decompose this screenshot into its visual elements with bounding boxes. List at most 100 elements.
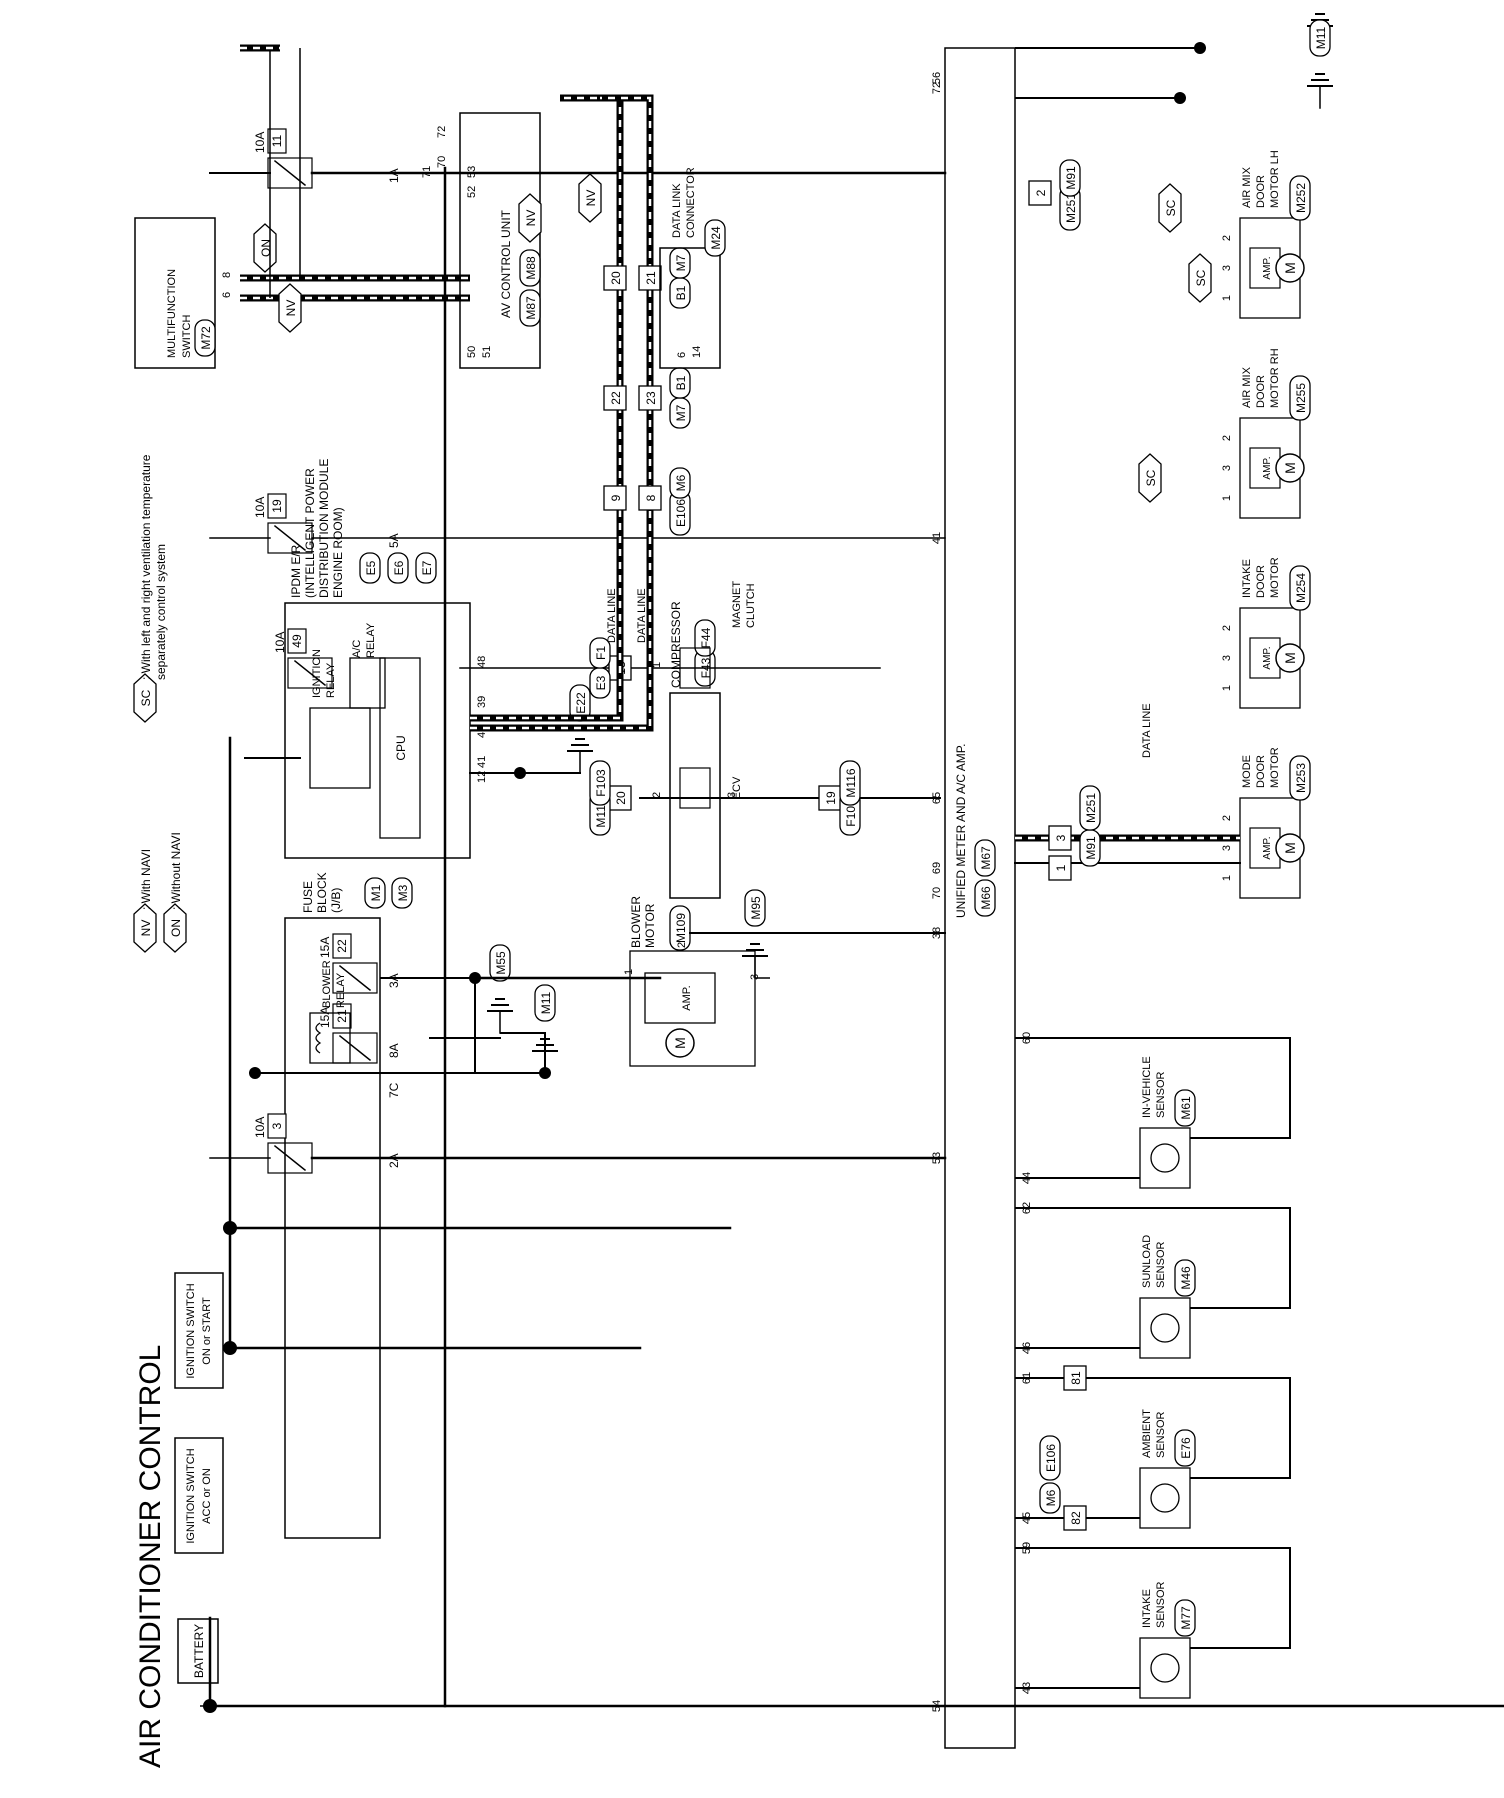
av-pin50: 50 (466, 346, 478, 358)
ac-relay-l1: A/C (351, 640, 363, 658)
ign-on-l2: ON or START (201, 1297, 213, 1365)
mfs-conn: M72 (199, 326, 213, 350)
data-joint-1-c2: B1 (674, 375, 688, 390)
fuse-21-num: 21 (335, 1009, 349, 1023)
lh-joint-c1: M251 (1064, 193, 1078, 223)
fuse-21-num-box (332, 1003, 352, 1029)
motor-3-amp-label: AMP. (1262, 256, 1273, 279)
motor-0-pin-0: 1 (1221, 875, 1233, 881)
fuse-11-num-box (267, 128, 287, 154)
motor-1-name2: DOOR (1255, 565, 1267, 598)
meter-bottom-pin-5: 62 (1021, 1202, 1033, 1214)
sensor-0-conn: M77 (1179, 1606, 1193, 1630)
legend-nv-text: : With NAVI (139, 849, 153, 910)
motor-3-pin-0: 1 (1221, 295, 1233, 301)
motor-1-pin-0: 1 (1221, 685, 1233, 691)
fuse-block-t3: (J/B) (329, 888, 343, 913)
compressor-conn-f44-outline (694, 619, 716, 657)
joint-13-c1: E3 (594, 675, 608, 690)
av-conn-nv-outline (518, 193, 542, 243)
av-conn-m87-outline (519, 289, 541, 327)
sensor-2-name1: SUNLOAD (1141, 1235, 1153, 1288)
sensor-0-box (1139, 1637, 1191, 1699)
fuse-block-conn-m3-outline (391, 877, 413, 909)
fuse-21-amp: 15A (318, 1007, 332, 1028)
pin-5A: 5A (387, 533, 401, 548)
ground-right-M11-badge-outline (1309, 19, 1331, 57)
data-joint-0-b-box (638, 485, 662, 511)
meter-conn-m66-outline (974, 879, 996, 917)
ipdm-conn-e5-outline (359, 552, 381, 584)
ground-M95-badge-outline (744, 889, 766, 927)
motor-1-pin-1: 3 (1221, 655, 1233, 661)
ecv-box (679, 767, 711, 809)
motor-0-conn-outline (1289, 755, 1311, 801)
data-joint-0-b: 8 (644, 494, 658, 501)
meter-conn-m66: M66 (979, 886, 993, 910)
motor-3-pin-2: 2 (1221, 235, 1233, 241)
junction-relay (249, 1067, 261, 1079)
data-joint-2-a-box (603, 265, 627, 291)
av-conn-m88: M88 (524, 256, 538, 280)
fuse-22-element (338, 964, 372, 992)
data-joint-0-a: 9 (609, 494, 623, 501)
sensor-1-wire2 (1015, 1377, 1291, 1479)
battery-label: BATTERY (192, 1624, 206, 1678)
ground-E22-badge: E22 (574, 692, 588, 714)
joint-20: 20 (614, 791, 628, 805)
ambient-joint-82-box (1063, 1505, 1087, 1531)
pin-1A: 1A (387, 168, 401, 183)
data-joint-1-b: 23 (644, 391, 658, 405)
fuse-3-num-box (267, 1113, 287, 1139)
blower-relay-coil (315, 1022, 322, 1054)
joint-19-c2-outline (839, 760, 861, 806)
ambient-joint-c2-outline (1039, 1435, 1061, 1481)
sensor-3-name2: SENSOR (1155, 1071, 1167, 1118)
dlc-conn-outline (704, 219, 726, 257)
data-joint-1-a: 22 (609, 391, 623, 405)
fuse-19-num: 19 (270, 499, 284, 513)
ac-relay-box (349, 657, 386, 709)
ign-acc-box (174, 1437, 224, 1554)
mode-joint-1-box (1048, 855, 1072, 881)
mfs-pin6: 6 (221, 292, 233, 298)
sensor-2-name2: SENSOR (1155, 1241, 1167, 1288)
ipdm-conn-e7-outline (415, 552, 437, 584)
sensor-1-box (1139, 1467, 1191, 1529)
motor-0-name1: MODE (1241, 755, 1253, 788)
legend-on-text: : Without NAVI (169, 832, 183, 910)
mode-joint-3-box (1048, 825, 1072, 851)
data-joint-0-c1: E106 (674, 499, 688, 527)
sensor-2-box (1139, 1297, 1191, 1359)
ign-relay-l2: RELAY (325, 662, 337, 698)
data-line-label-1: DATA LINE (606, 588, 618, 643)
meter-top-pin-0: 54 (931, 1700, 943, 1712)
sc-tag-lh-outline (1188, 253, 1212, 303)
motor-3-conn: M252 (1294, 183, 1308, 213)
blower-motor-circle (665, 1028, 695, 1058)
av-pin72: 72 (436, 126, 448, 138)
fuse-21-outline (332, 1032, 378, 1064)
sensor-1-name2: SENSOR (1155, 1411, 1167, 1458)
blower-conn: M109 (674, 913, 688, 943)
ipdm-t1: IPDM E/R (289, 544, 303, 598)
sensor-2-wire2 (1015, 1207, 1291, 1309)
blower-amp-box (644, 972, 716, 1024)
ambient-joint-81-box (1063, 1365, 1087, 1391)
meter-conn-m67-outline (974, 839, 996, 877)
ipdm-fuse-49-amp: 10A (273, 632, 287, 653)
sensor-3-conn-outline (1174, 1089, 1196, 1127)
ground-M95-badge: M95 (749, 896, 763, 920)
motor-2-name2: DOOR (1255, 375, 1267, 408)
fuse-3-amp: 10A (253, 1117, 267, 1138)
data-line-label-3: DATA LINE (1141, 703, 1153, 758)
joint-13-c2-outline (589, 637, 611, 669)
motor-0-circle (1275, 833, 1305, 863)
sensor-3-name1: IN-VEHICLE (1141, 1056, 1153, 1118)
motor-3-name3: MOTOR LH (1269, 150, 1281, 208)
mfs-pin8: 8 (221, 272, 233, 278)
sensor-3-wire2 (1015, 1037, 1291, 1139)
sensor-2-symbol (1150, 1313, 1180, 1343)
meter-top-pin-7: 56 (931, 72, 943, 84)
